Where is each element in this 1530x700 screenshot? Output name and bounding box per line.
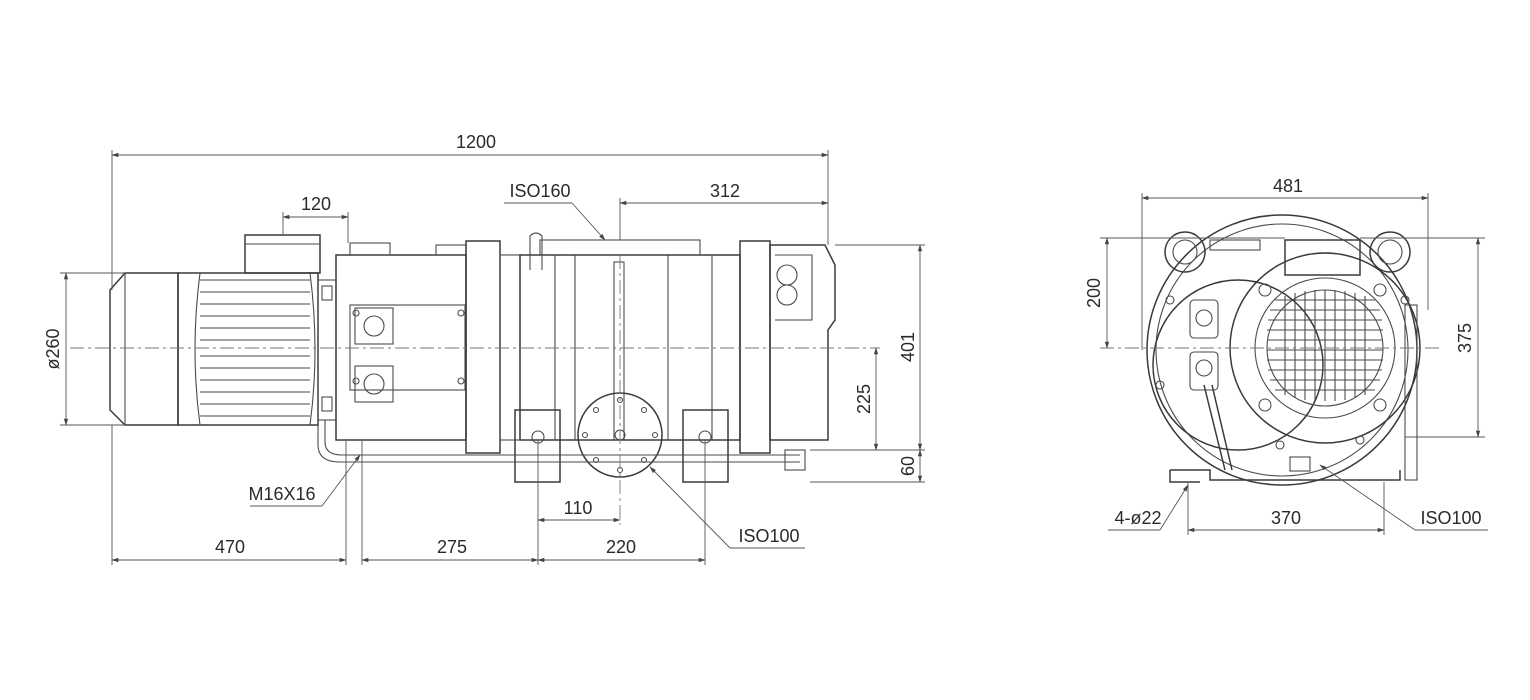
mount-holes-label: 4-ø22 — [1114, 508, 1161, 528]
fan-grille — [1267, 290, 1383, 401]
dim-481-label: 481 — [1273, 176, 1303, 196]
iso100-callout-side: ISO100 — [649, 466, 805, 549]
iso100-callout-front: ISO100 — [1319, 464, 1488, 531]
dim-60-label: 60 — [898, 456, 918, 476]
motor — [109, 234, 337, 426]
dim-225-label: 225 — [854, 384, 874, 414]
dim-120: 120 — [282, 194, 349, 243]
iso160-label: ISO160 — [509, 181, 570, 201]
dim-375: 375 — [1360, 237, 1485, 438]
dim-d260: ø260 — [43, 272, 125, 426]
dim-60: 60 — [810, 449, 925, 483]
dim-312-label: 312 — [710, 181, 740, 201]
iso100-side-label: ISO100 — [738, 526, 799, 546]
dim-d260-label: ø260 — [43, 328, 63, 369]
dim-275-label: 275 — [437, 537, 467, 557]
dim-401: 401 — [835, 244, 925, 451]
dim-225: 225 — [854, 347, 879, 451]
dim-481: 481 — [1141, 176, 1429, 350]
dim-200-label: 200 — [1084, 278, 1104, 308]
dim-200: 200 — [1084, 237, 1285, 349]
dim-470-label: 470 — [215, 537, 245, 557]
m16-label: M16X16 — [248, 484, 315, 504]
front-view: 481 200 375 4-ø22 370 — [1084, 176, 1488, 535]
dim-375-label: 375 — [1455, 323, 1475, 353]
dim-370: 370 — [1187, 482, 1385, 535]
dim-120-label: 120 — [301, 194, 331, 214]
side-view: 1200 120 ISO160 312 ø260 — [43, 132, 925, 565]
dim-401-label: 401 — [898, 332, 918, 362]
dim-1200: 1200 — [111, 132, 829, 290]
dim-110-label: 110 — [564, 498, 593, 518]
dim-chain-bottom: 470 275 220 — [111, 425, 706, 565]
iso160-callout: ISO160 — [504, 181, 606, 241]
dim-220-label: 220 — [606, 537, 636, 557]
m16-callout: M16X16 — [248, 454, 361, 507]
mount-holes-callout: 4-ø22 — [1108, 484, 1189, 531]
dim-1200-label: 1200 — [456, 132, 496, 152]
dim-312: 312 — [619, 181, 829, 240]
pump-body — [317, 232, 836, 483]
dim-370-label: 370 — [1271, 508, 1301, 528]
iso100-front-label: ISO100 — [1420, 508, 1481, 528]
dim-110: 110 — [537, 498, 621, 523]
